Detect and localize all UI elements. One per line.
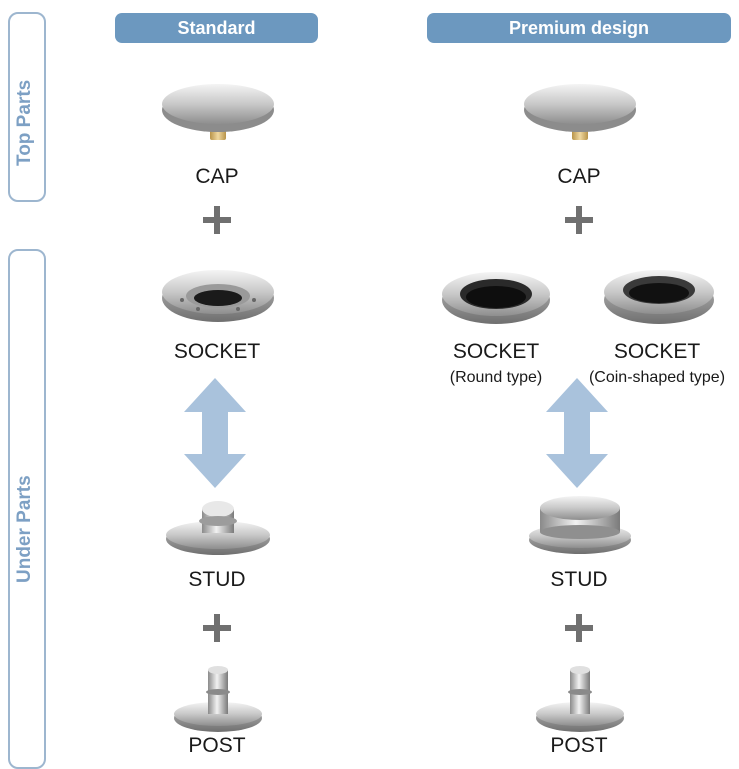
premium-socket-round-label: SOCKET: [452, 340, 540, 363]
premium-design-header: Premium design: [427, 13, 731, 43]
premium-cap-label: CAP: [557, 165, 601, 188]
standard-post-image: [174, 666, 262, 732]
premium-socket-coin-label: SOCKET: [613, 340, 701, 363]
premium-post-label: POST: [550, 734, 608, 757]
standard-socket-label: SOCKET: [173, 340, 261, 363]
under-parts-label: Under Parts: [14, 475, 35, 583]
standard-post-label: POST: [188, 734, 246, 757]
standard-socket-image: [162, 270, 274, 322]
standard-cap-image: [162, 84, 274, 140]
standard-stud-label: STUD: [188, 568, 246, 591]
premium-socket-round-sublabel: (Round type): [449, 369, 543, 386]
standard-plus-icon-2: [203, 614, 231, 642]
premium-stud-label: STUD: [550, 568, 608, 591]
standard-double-arrow-icon: [184, 378, 246, 488]
premium-post-image: [536, 666, 624, 732]
standard-cap-label: CAP: [195, 165, 239, 188]
premium-plus-icon-1: [565, 206, 593, 234]
top-parts-bracket: Top Parts: [8, 12, 46, 202]
standard-stud-image: [166, 501, 270, 555]
premium-stud-image: [529, 496, 631, 554]
premium-socket-coin-image: [604, 270, 714, 324]
under-parts-bracket: Under Parts: [8, 249, 46, 769]
premium-cap-image: [524, 84, 636, 140]
premium-socket-coin-sublabel: (Coin-shaped type): [588, 369, 726, 386]
premium-plus-icon-2: [565, 614, 593, 642]
standard-plus-icon-1: [203, 206, 231, 234]
standard-header: Standard: [115, 13, 318, 43]
premium-double-arrow-icon: [546, 378, 608, 488]
premium-socket-round-image: [442, 272, 550, 324]
top-parts-label: Top Parts: [14, 79, 35, 166]
